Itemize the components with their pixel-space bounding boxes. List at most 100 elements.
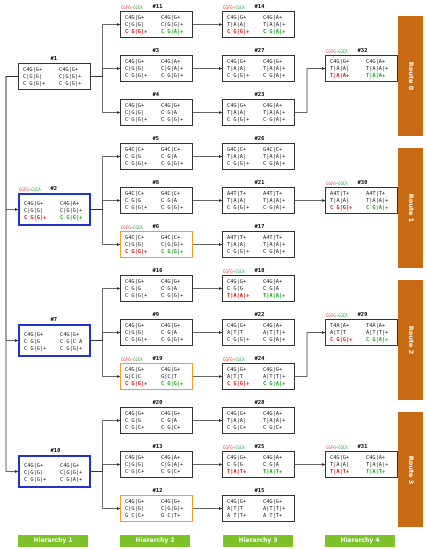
- sequence-row: C G|G|+: [227, 161, 250, 167]
- sequence-row: C G|A: [161, 198, 177, 204]
- sequence-row: A4T|T+: [227, 235, 247, 241]
- edge-7-9: [91, 332, 120, 341]
- edge-24-29: [295, 332, 325, 377]
- edge-23-32: [295, 68, 325, 113]
- node-27: C4G|G+T|A|A|C G|G|+C4G|G+T|A|A|+C G|A|+: [222, 55, 295, 82]
- flow-from: CGFG: [121, 5, 131, 10]
- sequence-row: C G|G|+: [227, 117, 250, 123]
- arrowhead: [117, 506, 120, 511]
- arrowhead: [219, 22, 222, 27]
- right-sequence: C4G|A+A|T|T|+C G|A|+: [263, 323, 285, 344]
- sequence-row: C4G|G+: [161, 499, 181, 505]
- sequence-row: G4C|C+: [161, 191, 181, 197]
- sequence-row: C|G|G|: [125, 330, 145, 336]
- sequence-row: C|G|G|+: [161, 22, 184, 28]
- sequence-row: A4T|T+: [330, 191, 350, 197]
- sequence-row: C4G|G+: [125, 15, 145, 21]
- edge-2-5: [91, 156, 120, 210]
- sequence-row: C G|A: [263, 462, 279, 468]
- sequence-row: T|A|T+: [263, 469, 283, 475]
- route-band-3: Route 3: [398, 412, 423, 527]
- node-id-label: #6: [152, 224, 160, 230]
- flow-arrow: →: [335, 49, 339, 54]
- sequence-row: A4T|T+: [263, 235, 283, 241]
- sequence-row: C G|C+: [161, 425, 181, 431]
- node-1: C4G|G+C|G|G|C G|G|+C4G|G+C|G|G|+C G|G|+: [18, 63, 91, 90]
- left-sequence: C4G|G+C|G|G|C G|G|+: [125, 103, 147, 124]
- sequence-row: C G|G|+: [330, 337, 353, 343]
- sequence-row: C|G|G|+: [161, 506, 184, 512]
- sequence-row: C G|G|+: [24, 477, 47, 483]
- arrowhead: [219, 418, 222, 423]
- sequence-row: T|A|A|+: [366, 66, 389, 72]
- flow-annotation: CGFG→CGCA: [121, 225, 143, 230]
- node-id-label: #14: [254, 4, 265, 10]
- sequence-row: C4G|A+: [366, 455, 386, 461]
- sequence-row: C4G|G+: [227, 499, 247, 505]
- node-id-label: #27: [254, 48, 265, 54]
- sequence-row: C G|A|+: [263, 117, 286, 123]
- sequence-row: C4G|G+: [161, 323, 181, 329]
- flow-annotation: CGFG→CGCA: [223, 357, 245, 362]
- sequence-row: C G|A|+: [60, 477, 83, 483]
- edge-1-2: [5, 76, 18, 210]
- flow-to: CGCA: [338, 181, 348, 186]
- sequence-row: C|G|G|: [24, 208, 44, 214]
- sequence-row: C4G|G+: [24, 201, 44, 207]
- sequence-row: C G|A|+: [366, 337, 389, 343]
- hierarchy-label-2: Hierarchy 2: [120, 535, 190, 547]
- node-id-label: #28: [254, 400, 265, 406]
- right-sequence: A4T|T+T|A|A|+C G|A|+: [263, 191, 285, 212]
- arrowhead: [219, 66, 222, 71]
- flow-annotation: CGFG→CGCA: [326, 181, 348, 186]
- sequence-row: C|G|A|+: [161, 66, 184, 72]
- sequence-row: T|A|A|: [330, 462, 350, 468]
- flow-from: CGFG: [326, 445, 336, 450]
- left-sequence: C4G|G+C|G|G|C G|G|+: [125, 59, 147, 80]
- sequence-row: T|A|A|: [227, 154, 247, 160]
- flow-annotation: CGFG→CGCA: [121, 5, 143, 10]
- sequence-row: C G|G|+: [24, 346, 47, 352]
- arrowhead: [117, 330, 120, 335]
- sequence-row: T|A|A|+: [263, 418, 286, 424]
- sequence-row: C G|G: [227, 462, 243, 468]
- sequence-row: C4G|G+: [125, 411, 145, 417]
- sequence-row: C G|G|+: [227, 249, 250, 255]
- sequence-row: C G|C+: [263, 425, 283, 431]
- sequence-row: C4G|G+: [330, 59, 350, 65]
- arrowhead: [15, 469, 18, 474]
- sequence-row: C G|G: [125, 286, 141, 292]
- left-sequence: C4G|G+C|G|G|C G|G|+: [24, 463, 46, 484]
- flow-from: CGFG: [326, 313, 336, 318]
- edge-10-12: [91, 471, 120, 509]
- sequence-row: C G|G: [24, 339, 40, 345]
- sequence-row: A4T|T+: [227, 191, 247, 197]
- right-sequence: C4G|A+T|A|A|+T|A|T+: [366, 455, 388, 476]
- sequence-row: C4G|A+: [161, 455, 181, 461]
- sequence-row: C4G|G+: [125, 279, 145, 285]
- flow-from: CGFG: [121, 225, 131, 230]
- node-2: C4G|G+C|G|G|C G|G|+C4G|A+C|G|G|+C G|G|+: [18, 193, 91, 226]
- flow-from: CGFG: [326, 181, 336, 186]
- node-21: A4T|T+T|A|A|C G|G|+A4T|T+T|A|A|+C G|A|+: [222, 187, 295, 214]
- route-band-0: Route 0: [398, 16, 423, 136]
- sequence-row: C G|A|+: [161, 29, 184, 35]
- sequence-row: C4G|A+: [263, 411, 283, 417]
- sequence-row: C4G|A+: [161, 59, 181, 65]
- sequence-row: C G|A: [161, 418, 177, 424]
